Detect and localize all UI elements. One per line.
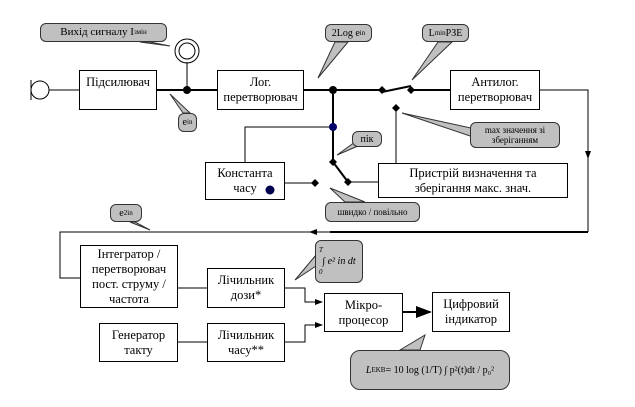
fast-slow-callout: швидко / повільно bbox=[325, 202, 420, 222]
callout-text: L bbox=[365, 364, 372, 376]
callout-text: ∫ e² in dt bbox=[322, 256, 356, 267]
log-converter-block: Лог. перетворювач bbox=[217, 70, 304, 110]
callout-text: e bbox=[182, 117, 187, 128]
output-jack-icon bbox=[174, 38, 200, 64]
callout-sub: in bbox=[127, 208, 133, 217]
integrator-block: Інтегратор / перетворювач пост. струму /… bbox=[80, 245, 178, 308]
callout-text: Вихід сигналу I bbox=[60, 26, 134, 38]
callout-sub: EKB bbox=[371, 365, 386, 374]
clock-generator-block: Генератор такту bbox=[99, 323, 178, 362]
callout-sub: in bbox=[359, 28, 366, 37]
callout-text: L bbox=[428, 27, 435, 39]
callout-sub: min bbox=[434, 28, 446, 37]
dose-counter-block: Лічильник дози* bbox=[207, 268, 285, 308]
callout-text: РЗЕ bbox=[445, 27, 463, 39]
peak-callout: пік bbox=[352, 131, 382, 147]
max-hold-callout: max значення зі зберіганням bbox=[470, 122, 560, 148]
antilog-converter-block: Антилог. перетворювач bbox=[450, 70, 540, 110]
callout-text: = 10 log (1/T) ∫ p²(t)dt / p₀² bbox=[385, 364, 495, 376]
callout-sub: змін bbox=[133, 28, 147, 36]
digital-indicator-block: Цифровий індикатор bbox=[432, 292, 510, 332]
callout-text: 2Log e bbox=[331, 27, 360, 39]
time-constant-block: Константа часу bbox=[205, 162, 285, 200]
time-counter-block: Лічильник часу** bbox=[207, 323, 285, 362]
callout-sup: 2 bbox=[123, 208, 128, 217]
amplifier-block: Підсилювач bbox=[79, 70, 157, 110]
peak-hold-block: Пристрій визначення та зберігання макс. … bbox=[378, 163, 568, 198]
microphone-icon bbox=[30, 80, 50, 100]
callout-limit: 0 bbox=[319, 268, 323, 276]
callout-text: e bbox=[119, 207, 124, 219]
callout-sub: in bbox=[187, 118, 193, 126]
microprocessor-block: Мікро- процесор bbox=[324, 293, 403, 332]
callout-limit: T bbox=[319, 246, 323, 254]
